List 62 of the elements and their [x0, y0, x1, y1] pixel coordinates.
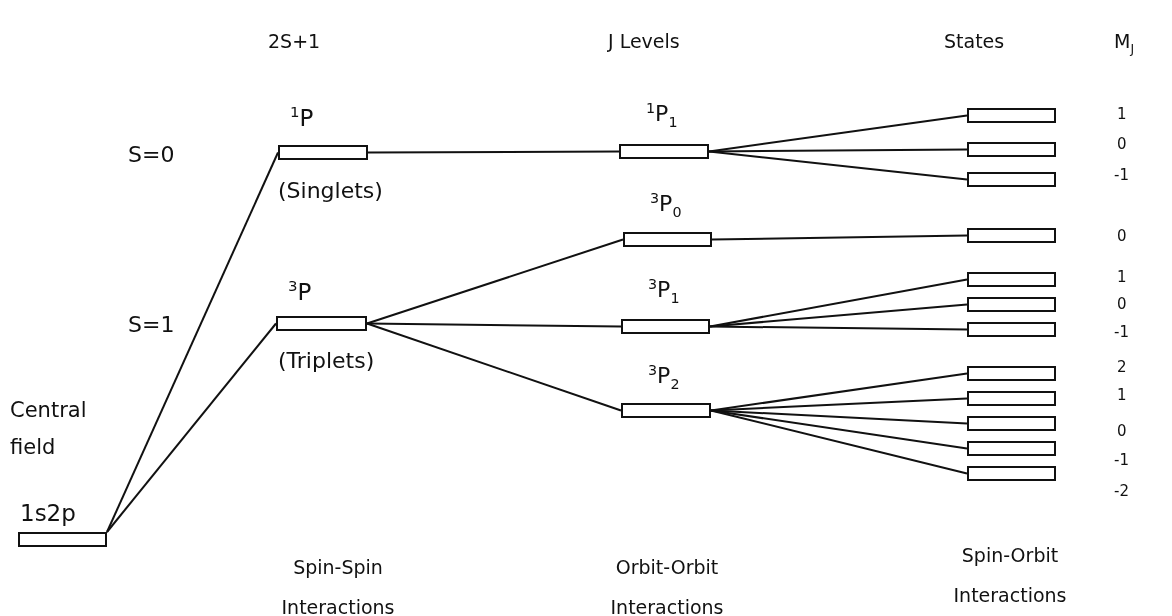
interaction-caption: Orbit-Orbit Interactions	[609, 555, 725, 616]
energy-level-bar	[967, 391, 1056, 406]
energy-level-bar	[967, 297, 1056, 312]
energy-level-bar	[276, 316, 367, 331]
level-label: $^{3}$P$_{1}$	[648, 276, 680, 307]
connector-line	[709, 325, 968, 331]
column-heading: M$_{J}$	[1114, 30, 1135, 57]
column-heading: States	[944, 30, 1005, 53]
energy-level-bar	[623, 232, 712, 247]
connector-line	[711, 234, 968, 241]
energy-level-bar	[967, 366, 1056, 381]
connector-line	[367, 150, 620, 154]
energy-level-bar	[621, 319, 710, 334]
mj-value: 0	[1117, 295, 1127, 313]
level-label: 1s2p	[20, 500, 76, 528]
mj-value: 0	[1117, 135, 1127, 153]
energy-level-bar	[18, 532, 107, 547]
mj-value: -1	[1114, 166, 1129, 184]
mj-value: 2	[1117, 358, 1127, 376]
mj-value: -1	[1114, 451, 1129, 469]
connector-line	[106, 322, 277, 533]
connector-line	[106, 151, 279, 533]
energy-level-bar	[967, 416, 1056, 431]
connector-line	[708, 150, 968, 181]
spin-label: S=0	[128, 142, 175, 169]
spin-label: S=1	[128, 312, 175, 339]
energy-level-bar	[967, 172, 1056, 187]
column-heading: J Levels	[608, 30, 680, 53]
mj-value: -1	[1114, 323, 1129, 341]
energy-level-bar	[621, 403, 711, 418]
interaction-caption: Spin-Orbit Interactions	[952, 543, 1068, 608]
energy-level-bar	[967, 466, 1056, 481]
level-label: $^{1}$P	[290, 104, 314, 133]
energy-level-bar	[278, 145, 368, 160]
connector-line	[710, 409, 968, 475]
mj-value: 1	[1117, 105, 1127, 123]
energy-level-bar	[619, 144, 709, 159]
energy-level-bar	[967, 441, 1056, 456]
mj-value: 1	[1117, 268, 1127, 286]
connector-line	[366, 238, 624, 325]
connector-line	[708, 148, 968, 153]
interaction-caption: Spin-Spin Interactions	[280, 555, 396, 616]
level-label: $^{3}$P$_{0}$	[650, 190, 682, 221]
mj-value: 1	[1117, 386, 1127, 404]
energy-level-bar	[967, 142, 1056, 157]
column-heading: 2S+1	[268, 30, 321, 53]
level-label: $^{3}$P	[288, 278, 312, 307]
connector-line	[366, 322, 622, 412]
level-label: (Triplets)	[278, 348, 375, 375]
mj-value: 0	[1117, 422, 1127, 440]
energy-level-bar	[967, 108, 1056, 123]
level-label: (Singlets)	[278, 178, 383, 205]
level-label: Central field	[10, 397, 88, 461]
mj-value: -2	[1114, 482, 1129, 500]
level-label: $^{3}$P$_{2}$	[648, 362, 680, 393]
mj-value: 0	[1117, 227, 1127, 245]
level-label: $^{1}$P$_{1}$	[646, 100, 678, 131]
connector-line	[709, 303, 968, 328]
energy-level-bar	[967, 272, 1056, 287]
energy-level-bar	[967, 228, 1056, 243]
connector-line	[710, 397, 968, 412]
energy-level-bar	[967, 322, 1056, 337]
